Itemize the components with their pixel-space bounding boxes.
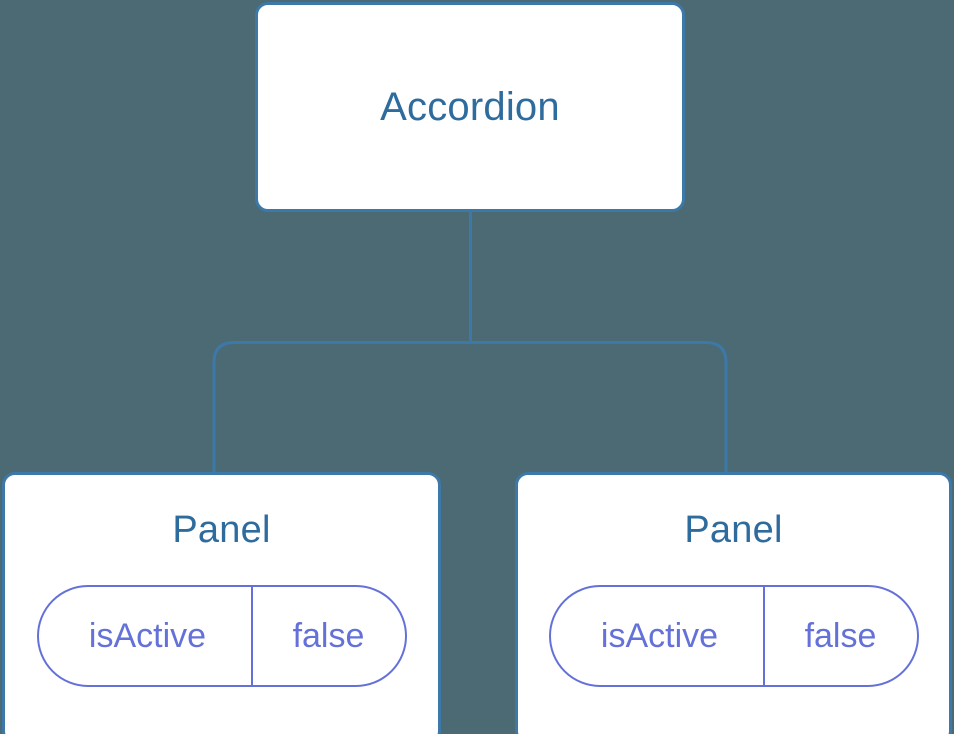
node-title: Accordion xyxy=(380,85,560,129)
prop-value: false xyxy=(804,617,877,655)
node-panel-1[interactable]: Panel isActive false xyxy=(2,472,441,734)
edge-to-panel-2 xyxy=(470,341,728,474)
node-accordion[interactable]: Accordion xyxy=(255,2,685,212)
node-title: Panel xyxy=(172,509,271,551)
prop-pill[interactable]: isActive false xyxy=(36,585,407,687)
prop-key: isActive xyxy=(551,587,765,685)
node-panel-2[interactable]: Panel isActive false xyxy=(515,472,952,734)
node-title: Panel xyxy=(684,509,783,551)
prop-key: isActive xyxy=(39,587,253,685)
prop-value: false xyxy=(292,617,365,655)
prop-pill[interactable]: isActive false xyxy=(548,585,919,687)
edge-to-panel-1 xyxy=(212,341,471,474)
